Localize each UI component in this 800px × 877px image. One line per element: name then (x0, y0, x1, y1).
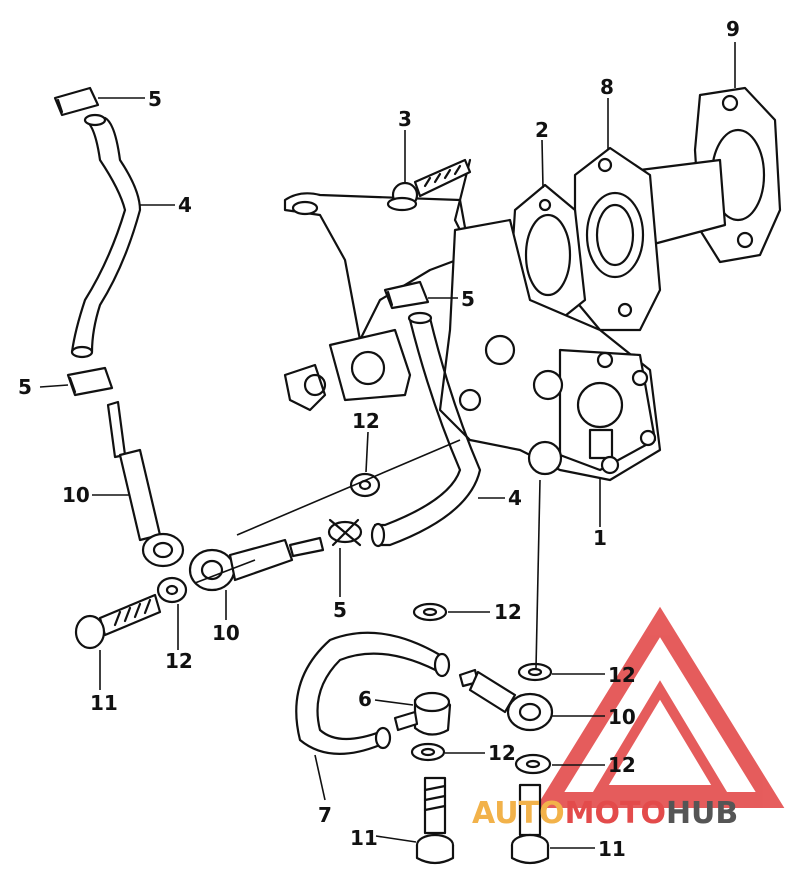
callout-leaders (39, 42, 736, 849)
callout-10-left: 10 (62, 483, 90, 507)
part-11-bolt-bottom-left (415, 776, 455, 865)
part-1-oil-pump (283, 218, 662, 482)
callout-5-bottom: 5 (333, 598, 347, 622)
part-10-banjo-left-horizontal (188, 536, 325, 592)
callout-labels: 9 8 2 3 5 4 5 5 12 10 4 1 5 12 10 11 12 … (18, 17, 740, 861)
part-4-hose-upper (70, 113, 142, 359)
callout-3: 3 (398, 107, 412, 131)
watermark-auto: AUTO (472, 796, 565, 831)
callout-12-right-upper: 12 (608, 663, 636, 687)
part-10-banjo-left-vertical (106, 400, 185, 568)
callout-10-mid: 10 (212, 621, 240, 645)
part-10-banjo-right (458, 668, 554, 732)
callout-8: 8 (600, 75, 614, 99)
callout-4-middle: 4 (508, 486, 522, 510)
callout-7: 7 (318, 803, 332, 827)
callout-9: 9 (726, 17, 740, 41)
callout-4-upper: 4 (178, 193, 192, 217)
watermark-logo (535, 606, 785, 808)
callout-10-right: 10 (608, 705, 636, 729)
watermark-moto: MOTO (565, 796, 666, 831)
part-3-bolt (386, 158, 472, 212)
part-6-union (393, 691, 452, 736)
part-5-clip-mid (383, 280, 430, 310)
callout-12-center: 12 (494, 600, 522, 624)
part-5-clip-bottom (327, 518, 363, 547)
callout-6: 6 (358, 687, 372, 711)
part-7-u-hose (295, 631, 451, 755)
part-11-bolt-bottom-right (510, 783, 550, 865)
callout-5-top: 5 (148, 87, 162, 111)
mounting-bracket (283, 158, 472, 342)
part-2-gasket (508, 183, 587, 322)
svg-text:AUTOMOTOHUB: AUTOMOTOHUB (472, 796, 738, 831)
watermark-hub: HUB (666, 796, 738, 831)
callout-11-bottom-right: 11 (598, 837, 626, 861)
part-5-clip-left (66, 366, 114, 397)
part-8-flange-pipe (573, 146, 727, 332)
callout-12-lower: 12 (488, 741, 516, 765)
callout-1: 1 (593, 526, 607, 550)
callout-11-bottom-left: 11 (350, 826, 378, 850)
callout-5-left: 5 (18, 375, 32, 399)
callout-5-mid: 5 (461, 287, 475, 311)
callout-12-right-lower: 12 (608, 753, 636, 777)
part-12-washers (156, 472, 553, 775)
callout-12-left: 12 (165, 649, 193, 673)
callout-2: 2 (535, 118, 549, 142)
callout-11-left: 11 (90, 691, 118, 715)
part-11-bolt-left (74, 593, 162, 650)
alignment-lines (194, 439, 541, 669)
watermark-text: AUTOMOTOHUB (472, 796, 738, 831)
part-5-clip-top (53, 86, 100, 117)
part-4-hose-middle (370, 311, 482, 548)
callout-12-top: 12 (352, 409, 380, 433)
